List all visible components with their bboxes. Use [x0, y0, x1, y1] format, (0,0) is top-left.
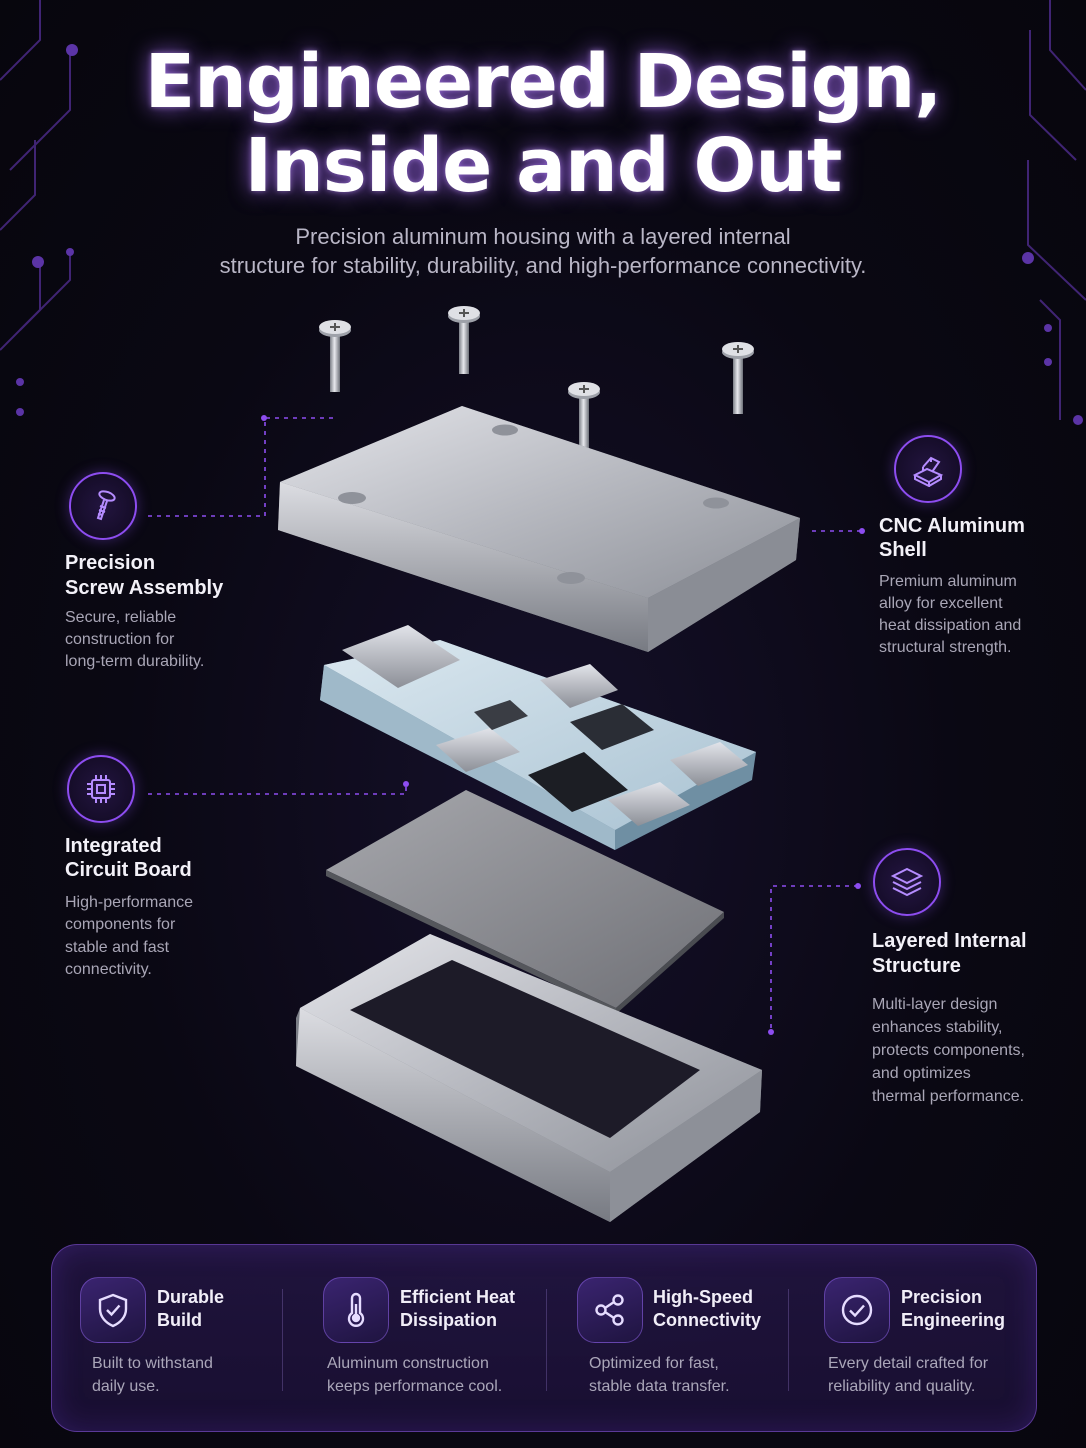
screw-set	[319, 306, 754, 452]
benefit-desc-line1: Built to withstand	[92, 1355, 213, 1372]
top-aluminum-shell	[278, 406, 800, 652]
thermometer-icon	[323, 1277, 389, 1343]
benefit-title-line1: Durable	[157, 1287, 225, 1307]
benefit-desc-line2: keeps performance cool.	[327, 1378, 503, 1395]
benefit-divider	[788, 1289, 789, 1391]
benefit-divider	[546, 1289, 547, 1391]
feature-desc-shell-line1: Premium aluminum	[879, 573, 1017, 590]
check-circle-icon	[824, 1277, 890, 1343]
feature-title-layers-line1: Layered Internal	[872, 930, 1027, 952]
shield-check-icon	[80, 1277, 146, 1343]
feature-desc-layers-line5: thermal performance.	[872, 1088, 1025, 1105]
page-title-line2: Inside and Out	[244, 123, 843, 209]
benefit-desc-line1: Every detail crafted for	[828, 1355, 989, 1372]
screw-icon	[69, 472, 137, 540]
page-title-line1: Engineered Design,	[144, 39, 943, 125]
benefit-desc-line1: Optimized for fast,	[589, 1355, 719, 1372]
thermal-plate	[326, 790, 724, 1014]
benefit-precision-engineering: Precision Engineering Every detail craft…	[796, 1245, 1036, 1433]
subtitle-line1: Precision aluminum housing with a layere…	[295, 224, 791, 249]
benefit-durable-build: Durable Build Built to withstand daily u…	[52, 1245, 284, 1433]
feature-title-screw-line1: Precision	[65, 552, 156, 574]
feature-desc-layers-line2: enhances stability,	[872, 1019, 1003, 1036]
feature-desc-shell-line4: structural strength.	[879, 639, 1012, 656]
aluminum-block-icon	[894, 435, 962, 503]
callout-leaders	[148, 417, 862, 1032]
feature-title-pcb-line1: Integrated	[65, 835, 162, 857]
feature-desc-pcb-line2: components for	[65, 916, 176, 933]
feature-desc-layers-line1: Multi-layer design	[872, 996, 998, 1013]
benefit-title-line1: High-Speed	[653, 1287, 754, 1307]
benefit-title-line2: Build	[157, 1310, 202, 1330]
benefit-title-line1: Efficient Heat	[400, 1287, 516, 1307]
feature-desc-layers-line3: protects components,	[872, 1042, 1025, 1059]
benefit-title-line2: Engineering	[901, 1310, 1006, 1330]
feature-desc-pcb-line4: connectivity.	[65, 961, 152, 978]
feature-title-shell-line2: Shell	[879, 539, 927, 561]
benefit-divider	[282, 1289, 283, 1391]
share-network-icon	[577, 1277, 643, 1343]
layers-icon	[873, 848, 941, 916]
feature-desc-layers-line4: and optimizes	[872, 1065, 971, 1082]
feature-title-pcb-line2: Circuit Board	[65, 859, 192, 881]
benefits-card: Durable Build Built to withstand daily u…	[51, 1244, 1037, 1432]
feature-desc-pcb-line1: High-performance	[65, 894, 194, 911]
benefit-desc-line2: stable data transfer.	[589, 1378, 730, 1395]
feature-title-layers-line2: Structure	[872, 955, 961, 977]
benefit-desc-line2: daily use.	[92, 1378, 160, 1395]
benefit-title-line2: Dissipation	[400, 1310, 498, 1330]
feature-desc-screw-line2: construction for	[65, 631, 175, 648]
feature-title-shell-line1: CNC Aluminum	[879, 515, 1025, 537]
benefit-title-line2: Connectivity	[653, 1310, 762, 1330]
benefit-title-line1: Precision	[901, 1287, 983, 1307]
circuit-board	[320, 625, 756, 850]
subtitle-line2: structure for stability, durability, and…	[219, 253, 867, 278]
feature-desc-shell-line3: heat dissipation and	[879, 617, 1022, 634]
benefit-connectivity: High-Speed Connectivity Optimized for fa…	[549, 1245, 789, 1433]
benefit-desc-line1: Aluminum construction	[327, 1355, 489, 1372]
chip-icon	[67, 755, 135, 823]
feature-desc-screw-line1: Secure, reliable	[65, 609, 177, 626]
benefit-heat-dissipation: Efficient Heat Dissipation Aluminum cons…	[295, 1245, 547, 1433]
feature-desc-shell-line2: alloy for excellent	[879, 595, 1003, 612]
feature-title-screw-line2: Screw Assembly	[65, 577, 224, 599]
benefit-desc-line2: reliability and quality.	[828, 1378, 976, 1395]
bottom-aluminum-frame	[296, 934, 762, 1222]
feature-desc-pcb-line3: stable and fast	[65, 939, 170, 956]
feature-desc-screw-line3: long-term durability.	[65, 653, 205, 670]
